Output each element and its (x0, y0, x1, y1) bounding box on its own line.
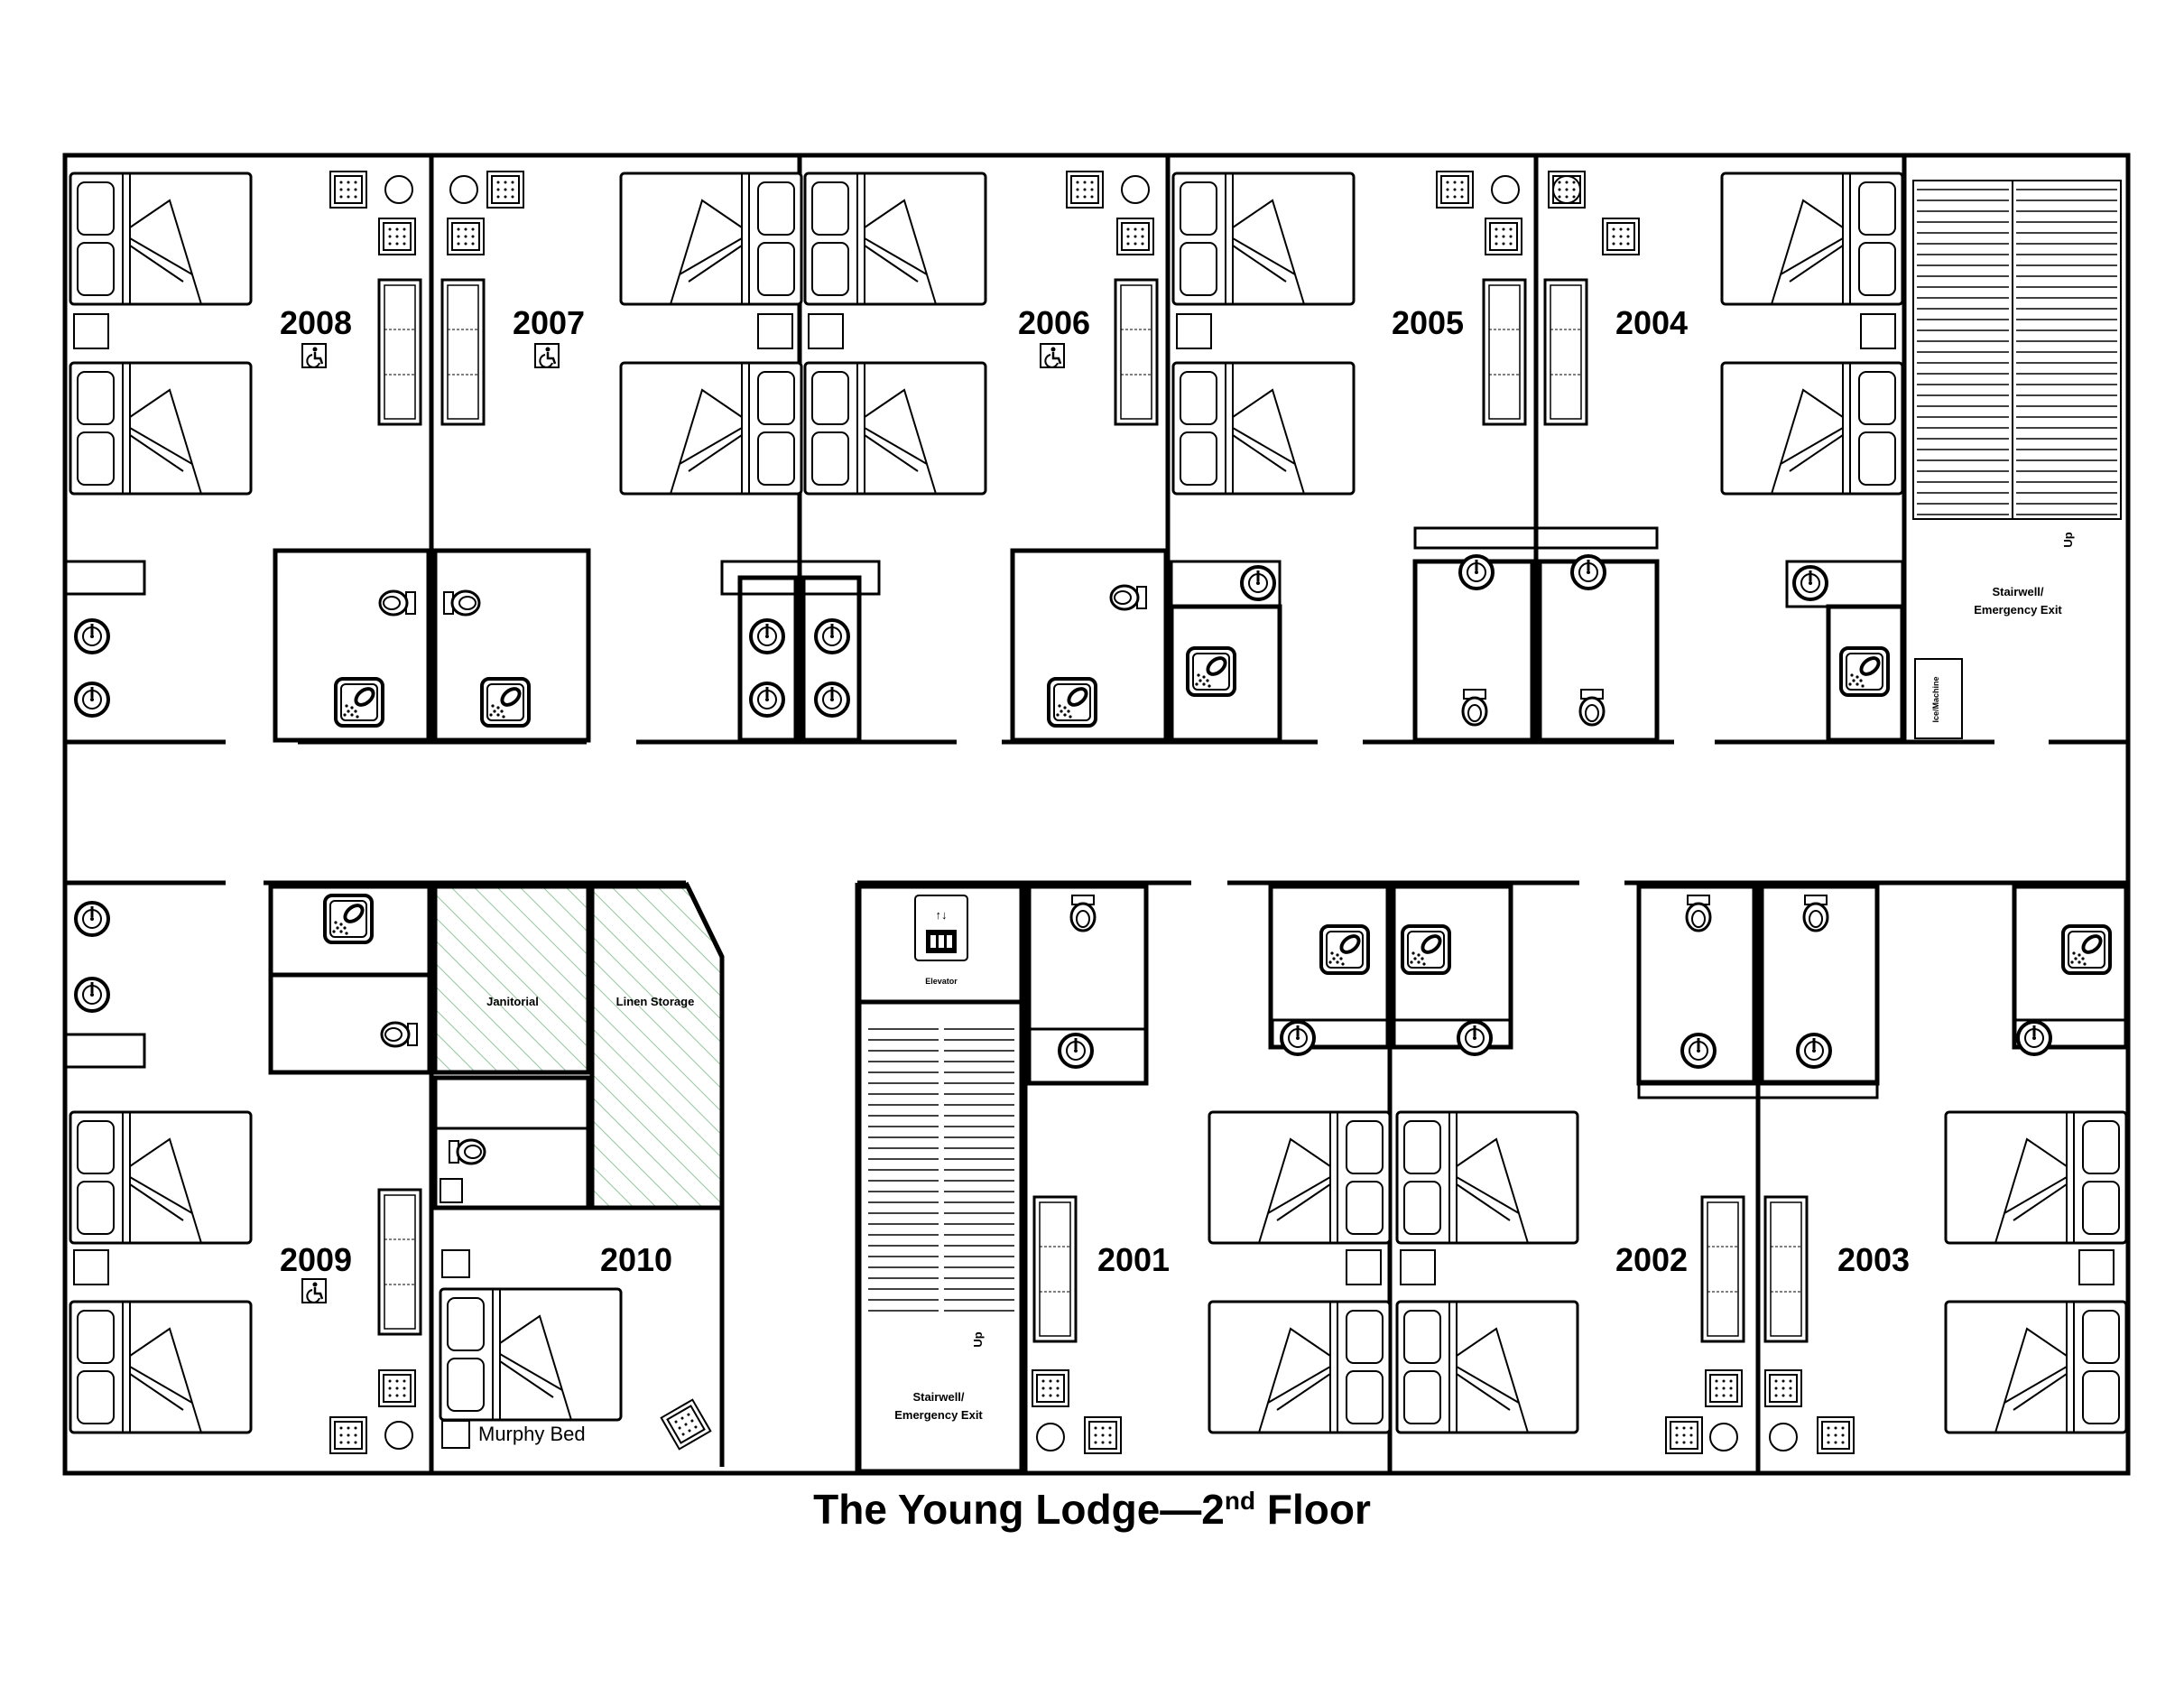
stairs-up-top-label: Up (2061, 532, 2075, 547)
stairwell-top-label-2: Emergency Exit (1974, 603, 2062, 617)
stairwell-bottom-label-2: Emergency Exit (894, 1408, 983, 1422)
room-2009-label: 2009 (280, 1241, 352, 1278)
linen-storage-label: Linen Storage (616, 995, 695, 1008)
stairwell-top-label-1: Stairwell/ (1992, 585, 2043, 598)
service-rooms (432, 884, 725, 1210)
room-2005-label: 2005 (1392, 304, 1464, 341)
stairwell-top-treads (1917, 189, 2117, 515)
room-2002-label: 2002 (1615, 1241, 1688, 1278)
ice-machine-label: Ice/Machine (1931, 676, 1940, 722)
room-numbers: 2008 2007 2006 2005 2004 2009 2010 2001 … (280, 304, 1910, 1278)
top-row-walls (63, 155, 2128, 745)
room-2008-label: 2008 (280, 304, 352, 341)
building-shell (62, 153, 2131, 1476)
title-sup: nd (1225, 1487, 1255, 1515)
stairwell-bottom-treads (868, 1028, 1014, 1312)
area-labels: Janitorial Linen Storage Elevator Stairw… (478, 532, 2075, 1445)
room-2001-label: 2001 (1097, 1241, 1170, 1278)
elevator-label: Elevator (925, 977, 958, 986)
bottom-row-furniture (69, 894, 2126, 1454)
room-2010-label: 2010 (600, 1241, 672, 1278)
top-row-furniture (69, 171, 1963, 739)
elevator-icon: ↑↓ (914, 895, 968, 961)
room-2007-label: 2007 (513, 304, 585, 341)
bottom-row-walls (63, 880, 2129, 1474)
room-2003-label: 2003 (1837, 1241, 1910, 1278)
stairwell-bottom-label-1: Stairwell/ (912, 1390, 964, 1404)
janitorial-label: Janitorial (486, 995, 539, 1008)
plan-title: The Young Lodge—2nd Floor (813, 1486, 1371, 1533)
room-2004-label: 2004 (1615, 304, 1688, 341)
title-main: The Young Lodge—2 (813, 1486, 1225, 1533)
room-2006-label: 2006 (1018, 304, 1090, 341)
title-rest: Floor (1255, 1486, 1371, 1533)
murphy-bed-label: Murphy Bed (478, 1423, 586, 1445)
svg-text:↑↓: ↑↓ (936, 908, 948, 922)
stairs-up-bottom-label: Up (971, 1331, 985, 1347)
